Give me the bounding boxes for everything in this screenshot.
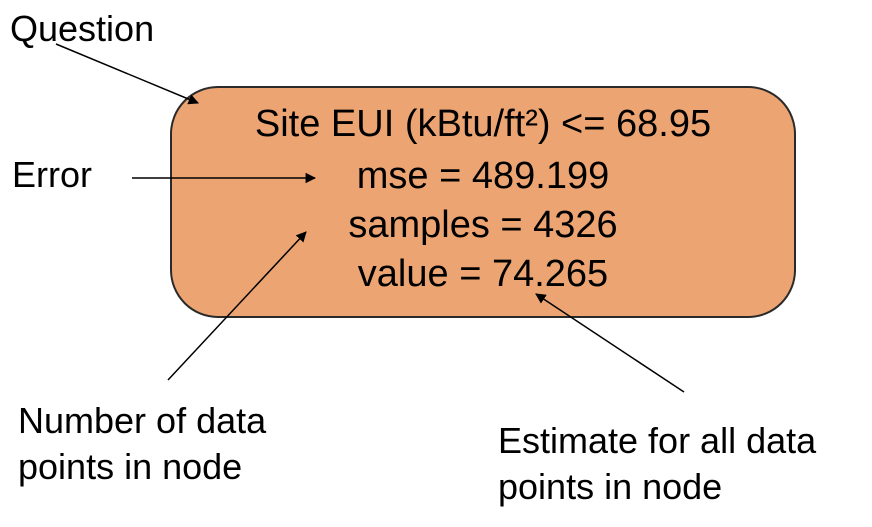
node-question-text: Site EUI (kBtu/ft²) <= 68.95 [254, 103, 712, 145]
callout-error-label: Error [12, 154, 92, 195]
callout-samples-line-1: Number of data [18, 400, 267, 441]
node-value-text: value = 74.265 [357, 253, 609, 295]
callout-question-label: Question [10, 8, 155, 49]
callout-samples-label: Number of data points in node [18, 398, 266, 490]
arrow-question [55, 43, 199, 105]
node-samples-text: samples = 4326 [348, 204, 618, 246]
callout-samples-line-2: points in node [18, 446, 243, 487]
node-mse-text: mse = 489.199 [356, 155, 610, 197]
callout-value-line-1: Estimate for all data [498, 420, 817, 461]
callout-value-label: Estimate for all data points in node [498, 418, 816, 510]
callout-value-line-2: points in node [498, 466, 723, 507]
